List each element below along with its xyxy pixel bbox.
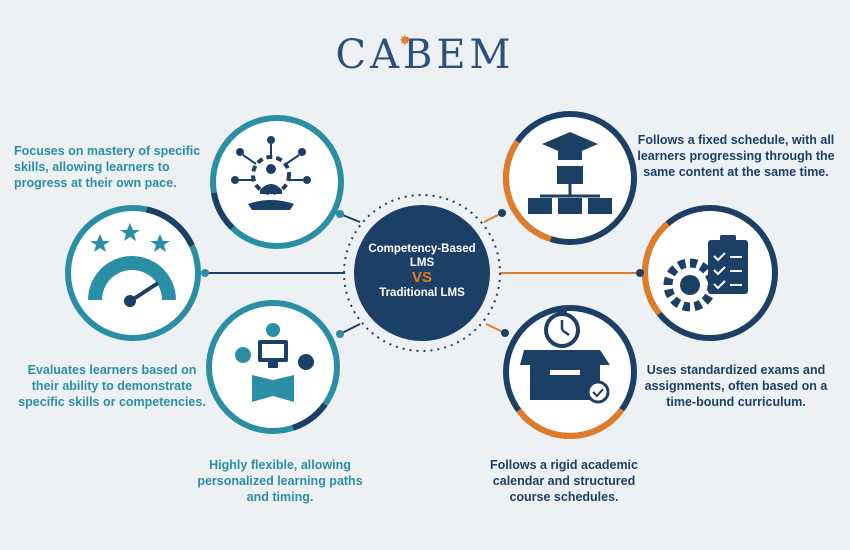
center-line-3: Traditional LMS (379, 287, 465, 299)
center-line-1: Competency-Based (368, 243, 476, 255)
node-dot (336, 210, 344, 218)
node-standardized (642, 205, 778, 341)
desc-assessment: Evaluates learners based on their abilit… (18, 363, 206, 409)
brand-logo: ✸ CABEM (325, 30, 525, 80)
graduation-hierarchy-icon (528, 132, 612, 214)
node-dot (636, 269, 644, 277)
desc-standardized: Uses standardized exams and assignments,… (644, 363, 828, 409)
node-dot (501, 329, 509, 337)
mastery-network-icon (231, 136, 311, 210)
personalized-learning-icon (235, 323, 314, 402)
center-vs: VS (411, 269, 432, 286)
stopwatch-box-icon (520, 308, 610, 404)
desc-rigid-calendar: Follows a rigid academic calendar and st… (490, 458, 638, 504)
node-dot (498, 209, 506, 217)
center-label: Competency-Based LMS VS Traditional LMS (352, 242, 492, 300)
node-rigid-calendar (503, 305, 637, 439)
desc-fixed-schedule: Follows a fixed schedule, with all learn… (637, 133, 835, 179)
node-fixed-schedule (503, 111, 637, 245)
desc-mastery: Focuses on mastery of specific skills, a… (14, 144, 201, 190)
node-assessment (65, 205, 201, 341)
logo-star-icon: ✸ (399, 33, 411, 49)
center-line-2: LMS (409, 257, 435, 269)
center-hub (354, 205, 490, 341)
gear-checklist-icon (663, 235, 748, 312)
node-flexible (206, 300, 340, 434)
desc-flexible: Highly flexible, allowing personalized l… (197, 458, 363, 504)
node-dot (336, 330, 344, 338)
node-mastery (210, 115, 344, 249)
speedometer-stars-icon (88, 223, 176, 307)
node-dot (201, 269, 209, 277)
center-dotted-ring (343, 194, 501, 352)
brand-name: CABEM (335, 32, 515, 78)
